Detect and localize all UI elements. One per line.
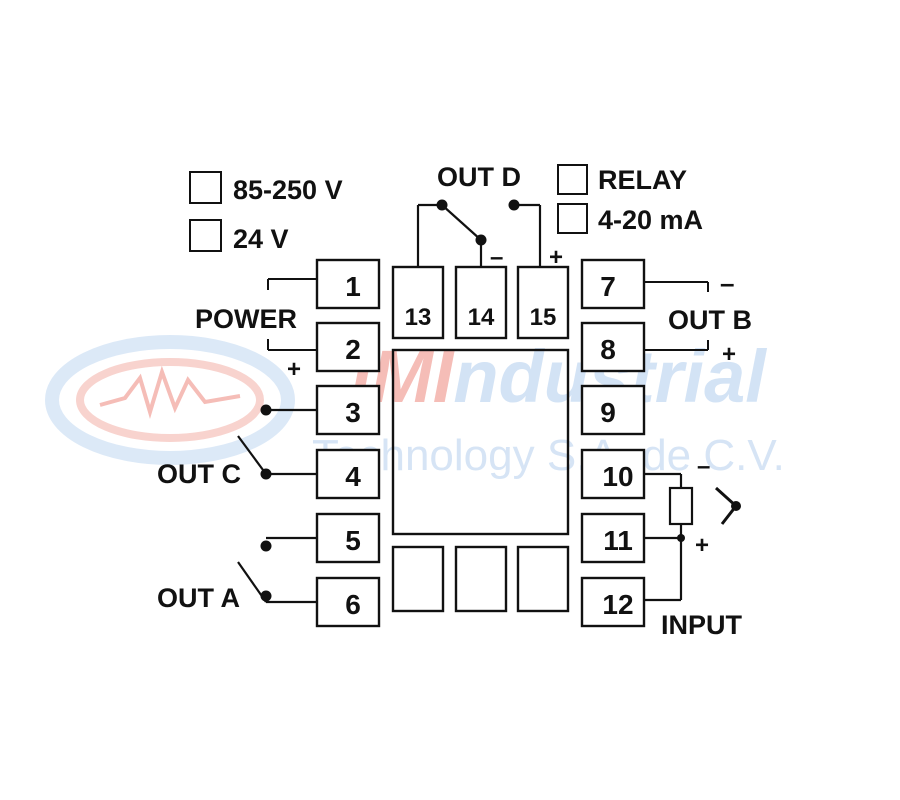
terminal-2-box[interactable] bbox=[315, 321, 381, 373]
supply-option-2-label: 24 V bbox=[233, 224, 289, 254]
terminal-10-number: 10 bbox=[602, 461, 633, 492]
out-d-minus-sign: – bbox=[490, 244, 503, 271]
terminal-15-box[interactable] bbox=[516, 265, 570, 340]
input-resistor-symbol bbox=[668, 486, 694, 526]
terminal-13-box[interactable] bbox=[391, 265, 445, 340]
terminal-1-number: 1 bbox=[345, 271, 361, 302]
terminal-1-box[interactable] bbox=[315, 258, 381, 310]
watermark-logo-inner bbox=[76, 358, 264, 442]
device-bottom-slot-3 bbox=[516, 545, 570, 613]
supply-options: 85-250 V 24 V bbox=[189, 171, 343, 254]
out-c-switch-arm bbox=[237, 435, 267, 475]
output-type-options: RELAY 4-20 mA bbox=[557, 164, 703, 235]
terminal-11-number: 11 bbox=[603, 525, 633, 556]
out-b-plus-sign: + bbox=[722, 341, 736, 368]
terminal-8-number: 8 bbox=[600, 334, 616, 365]
terminal-6-number: 6 bbox=[345, 589, 361, 620]
terminal-13-number: 13 bbox=[405, 304, 432, 331]
device-center-window bbox=[391, 348, 570, 536]
terminal-7-number: 7 bbox=[600, 271, 616, 302]
out-d-label: OUT D bbox=[437, 162, 521, 192]
supply-option-1-label: 85-250 V bbox=[233, 175, 343, 205]
terminal-4-box[interactable] bbox=[315, 448, 381, 500]
out-a-contact-bottom bbox=[260, 590, 272, 602]
terminal-15-number: 15 bbox=[530, 304, 557, 331]
supply-option-1-checkbox[interactable] bbox=[189, 171, 222, 204]
out-d-contact-right bbox=[508, 199, 520, 211]
out-c-contact-top bbox=[260, 404, 272, 416]
terminal-14-number: 14 bbox=[468, 304, 495, 331]
watermark-logo-ring bbox=[45, 335, 295, 465]
out-b-label: OUT B bbox=[668, 305, 752, 335]
terminal-10-box[interactable] bbox=[580, 448, 646, 500]
terminal-2-number: 2 bbox=[345, 334, 361, 365]
power-label: POWER bbox=[195, 304, 297, 334]
right-terminal-block: 7 8 9 10 11 12 bbox=[580, 258, 646, 628]
input-thermocouple-tip bbox=[731, 501, 741, 511]
out-b-wiring bbox=[644, 281, 709, 351]
supply-option-2-checkbox[interactable] bbox=[189, 219, 222, 252]
input-wiring bbox=[644, 472, 739, 602]
output-type-option-2-label: 4-20 mA bbox=[598, 205, 703, 235]
input-label: INPUT bbox=[661, 610, 743, 640]
out-d-contact-left bbox=[436, 199, 448, 211]
output-type-option-2-checkbox[interactable] bbox=[557, 203, 588, 234]
terminal-12-box[interactable] bbox=[580, 576, 646, 628]
watermark-logo-wave bbox=[99, 365, 241, 420]
terminal-8-box[interactable] bbox=[580, 321, 646, 373]
top-terminal-block: 13 14 15 bbox=[391, 265, 570, 340]
terminal-4-number: 4 bbox=[345, 461, 361, 492]
device-bottom-slot-1 bbox=[391, 545, 445, 613]
output-type-option-1-checkbox[interactable] bbox=[557, 164, 588, 195]
terminal-12-number: 12 bbox=[602, 589, 633, 620]
out-c-label: OUT C bbox=[157, 459, 241, 489]
power-wiring bbox=[267, 278, 317, 351]
out-c-relay bbox=[237, 408, 317, 476]
out-a-contact-top bbox=[260, 540, 272, 552]
power-plus-sign: + bbox=[287, 356, 301, 383]
device-bottom-slot-2 bbox=[454, 545, 508, 613]
terminal-3-number: 3 bbox=[345, 397, 361, 428]
watermark-subline: Technology S.A. de C.V. bbox=[312, 431, 785, 480]
output-type-option-1-label: RELAY bbox=[598, 165, 687, 195]
out-d-contact-center bbox=[475, 234, 487, 246]
terminal-9-box[interactable] bbox=[580, 384, 646, 436]
out-a-label: OUT A bbox=[157, 583, 240, 613]
input-junction-dot bbox=[677, 534, 685, 542]
terminal-5-number: 5 bbox=[345, 525, 361, 556]
out-d-switch-arm bbox=[441, 204, 482, 241]
out-b-minus-sign: – bbox=[720, 268, 734, 298]
terminal-9-number: 9 bbox=[600, 397, 616, 428]
input-plus-sign: + bbox=[695, 532, 709, 559]
out-c-contact-bottom bbox=[260, 468, 272, 480]
input-minus-sign: – bbox=[697, 453, 710, 480]
out-d-plus-sign: + bbox=[549, 244, 563, 271]
left-terminal-block: 1 2 3 4 5 6 bbox=[315, 258, 381, 628]
out-a-relay bbox=[237, 536, 317, 604]
terminal-7-box[interactable] bbox=[580, 258, 646, 310]
terminal-3-box[interactable] bbox=[315, 384, 381, 436]
watermark-brand: JMIndustrial bbox=[330, 335, 767, 418]
terminal-6-box[interactable] bbox=[315, 576, 381, 628]
